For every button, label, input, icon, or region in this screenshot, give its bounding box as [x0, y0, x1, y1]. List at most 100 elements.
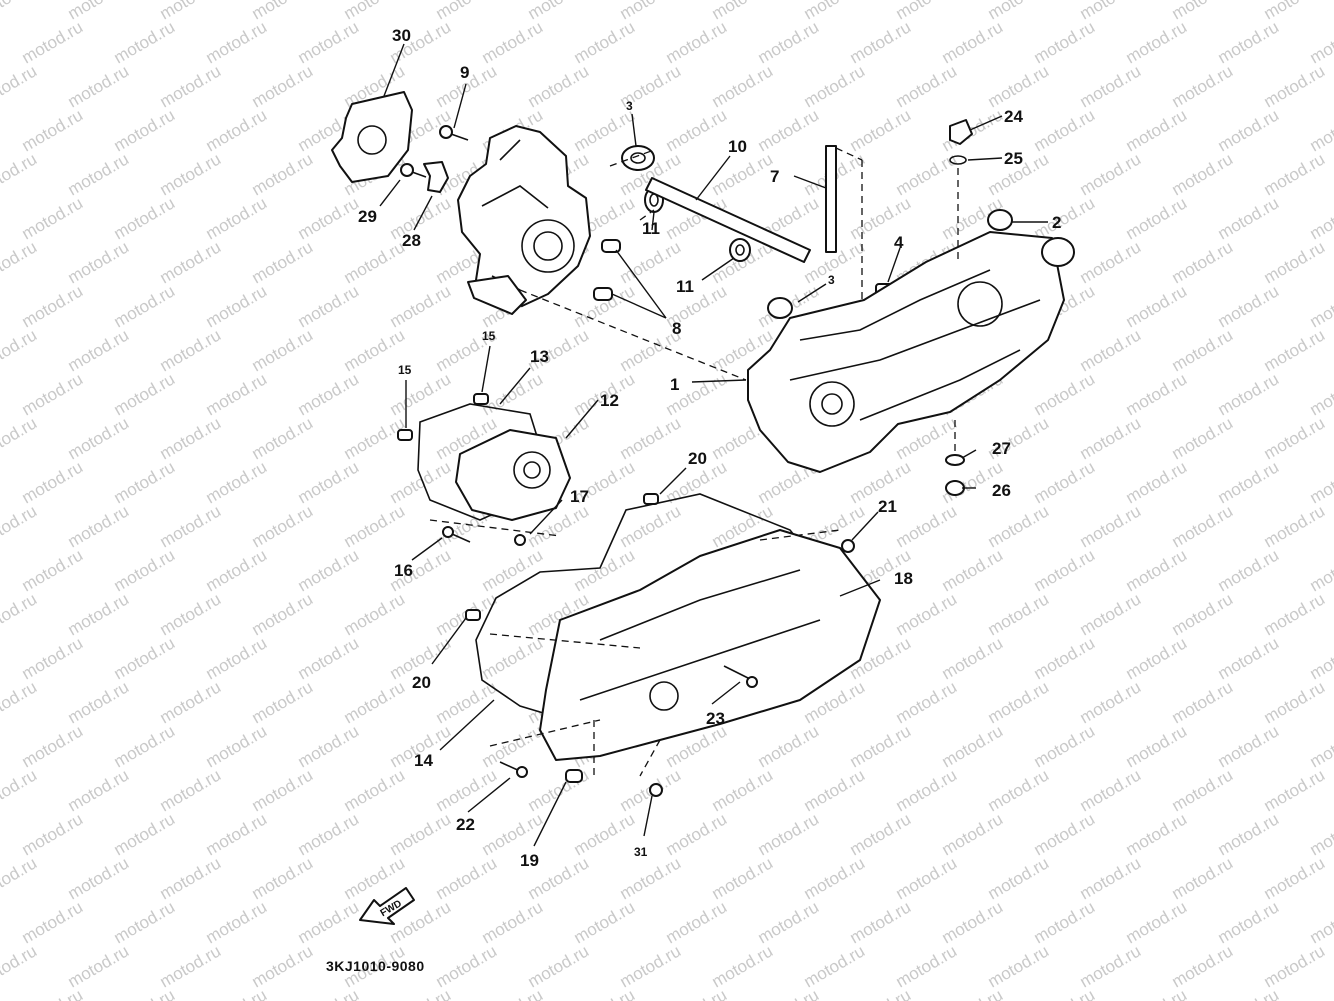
watermark-text: motod.ru — [1307, 809, 1334, 859]
watermark-text: motod.ru — [1077, 941, 1145, 991]
watermark-text: motod.ru — [1077, 589, 1145, 639]
screw-31 — [649, 783, 663, 797]
watermark-text: motod.ru — [1215, 105, 1283, 155]
watermark-text: motod.ru — [0, 149, 40, 199]
watermark-text: motod.ru — [203, 897, 271, 947]
watermark-text: motod.ru — [985, 677, 1053, 727]
watermark-text: motod.ru — [617, 413, 685, 463]
watermark-text: motod.ru — [65, 941, 133, 991]
watermark-text: motod.ru — [893, 589, 961, 639]
watermark-text: motod.ru — [295, 897, 363, 947]
watermark-text: motod.ru — [1307, 721, 1334, 771]
watermark-text: motod.ru — [755, 985, 823, 1001]
watermark-text: motod.ru — [1307, 985, 1334, 1001]
bolt-16 — [442, 526, 471, 543]
watermark-text: motod.ru — [65, 237, 133, 287]
watermark-text: motod.ru — [1261, 237, 1329, 287]
watermark-text: motod.ru — [65, 765, 133, 815]
watermark-text: motod.ru — [19, 281, 87, 331]
watermark-text: motod.ru — [1261, 589, 1329, 639]
watermark-text: motod.ru — [19, 809, 87, 859]
watermark-text: motod.ru — [203, 633, 271, 683]
callout-7: 7 — [770, 167, 779, 186]
watermark-text: motod.ru — [1307, 633, 1334, 683]
watermark-text: motod.ru — [755, 17, 823, 67]
drain-plug-26 — [945, 480, 965, 496]
watermark-text: motod.ru — [663, 17, 731, 67]
watermark-text: motod.ru — [295, 17, 363, 67]
watermark-text: motod.ru — [893, 677, 961, 727]
watermark-text: motod.ru — [249, 677, 317, 727]
watermark-text: motod.ru — [249, 413, 317, 463]
watermark-text: motod.ru — [1261, 941, 1329, 991]
watermark-text: motod.ru — [433, 941, 501, 991]
dowel-pins-8 — [593, 239, 621, 301]
watermark-text: motod.ru — [1169, 149, 1237, 199]
watermark-text: motod.ru — [893, 501, 961, 551]
watermark-text: motod.ru — [19, 17, 87, 67]
watermark-text: motod.ru — [295, 457, 363, 507]
watermark-text: motod.ru — [571, 809, 639, 859]
watermark-text: motod.ru — [387, 369, 455, 419]
watermark-text: motod.ru — [1123, 17, 1191, 67]
left-crankcase — [457, 125, 591, 315]
washer-27 — [945, 454, 965, 466]
watermark-text: motod.ru — [249, 501, 317, 551]
callout-27: 27 — [992, 439, 1011, 458]
watermark-text: motod.ru — [157, 677, 225, 727]
watermark-text: motod.ru — [157, 237, 225, 287]
callout-12: 12 — [600, 391, 619, 410]
watermark-text: motod.ru — [663, 985, 731, 1001]
watermark-text: motod.ru — [1261, 853, 1329, 903]
watermark-text: motod.ru — [157, 853, 225, 903]
watermark-text: motod.ru — [249, 853, 317, 903]
watermark-text: motod.ru — [1169, 677, 1237, 727]
watermark-text: motod.ru — [1169, 237, 1237, 287]
watermark-text: motod.ru — [111, 545, 179, 595]
watermark-text: motod.ru — [709, 765, 777, 815]
watermark-text: motod.ru — [1169, 501, 1237, 551]
cover-12 — [455, 429, 571, 521]
watermark-text: motod.ru — [0, 765, 40, 815]
callout-30: 30 — [392, 26, 411, 45]
gasket-plate-30 — [331, 91, 413, 183]
watermark-text: motod.ru — [341, 501, 409, 551]
watermark-text: motod.ru — [157, 765, 225, 815]
watermark-text: motod.ru — [893, 765, 961, 815]
watermark-text: motod.ru — [1123, 193, 1191, 243]
watermark-text: motod.ru — [1077, 237, 1145, 287]
watermark-text: motod.ru — [341, 589, 409, 639]
watermark-text: motod.ru — [1215, 17, 1283, 67]
watermark-text: motod.ru — [939, 545, 1007, 595]
watermark-text: motod.ru — [1077, 853, 1145, 903]
watermark-text: motod.ru — [525, 941, 593, 991]
dowels-15 — [397, 393, 489, 441]
watermark-text: motod.ru — [1307, 897, 1334, 947]
watermark-text: motod.ru — [1169, 61, 1237, 111]
callout-10: 10 — [728, 137, 747, 156]
watermark-text: motod.ru — [1215, 457, 1283, 507]
watermark-text: motod.ru — [249, 149, 317, 199]
bolt-17 — [514, 534, 526, 546]
watermark-text: motod.ru — [1169, 765, 1237, 815]
callout-3-lower: 3 — [828, 273, 835, 287]
watermark-text: motod.ru — [1261, 501, 1329, 551]
watermark-text: motod.ru — [1077, 677, 1145, 727]
watermark-text: motod.ru — [479, 17, 547, 67]
watermark-text: motod.ru — [203, 809, 271, 859]
watermark-text: motod.ru — [1307, 193, 1334, 243]
watermark-text: motod.ru — [939, 809, 1007, 859]
watermark-text: motod.ru — [1307, 105, 1334, 155]
watermark-text: motod.ru — [111, 985, 179, 1001]
watermark-text: motod.ru — [203, 105, 271, 155]
watermark-text: motod.ru — [617, 941, 685, 991]
bearing-3-upper — [621, 145, 655, 171]
watermark-text: motod.ru — [1031, 633, 1099, 683]
callout-18: 18 — [894, 569, 913, 588]
watermark-text: motod.ru — [0, 941, 40, 991]
watermark-text: motod.ru — [1261, 413, 1329, 463]
watermark-text: motod.ru — [1123, 105, 1191, 155]
watermark-text: motod.ru — [65, 589, 133, 639]
watermark-text: motod.ru — [1031, 809, 1099, 859]
